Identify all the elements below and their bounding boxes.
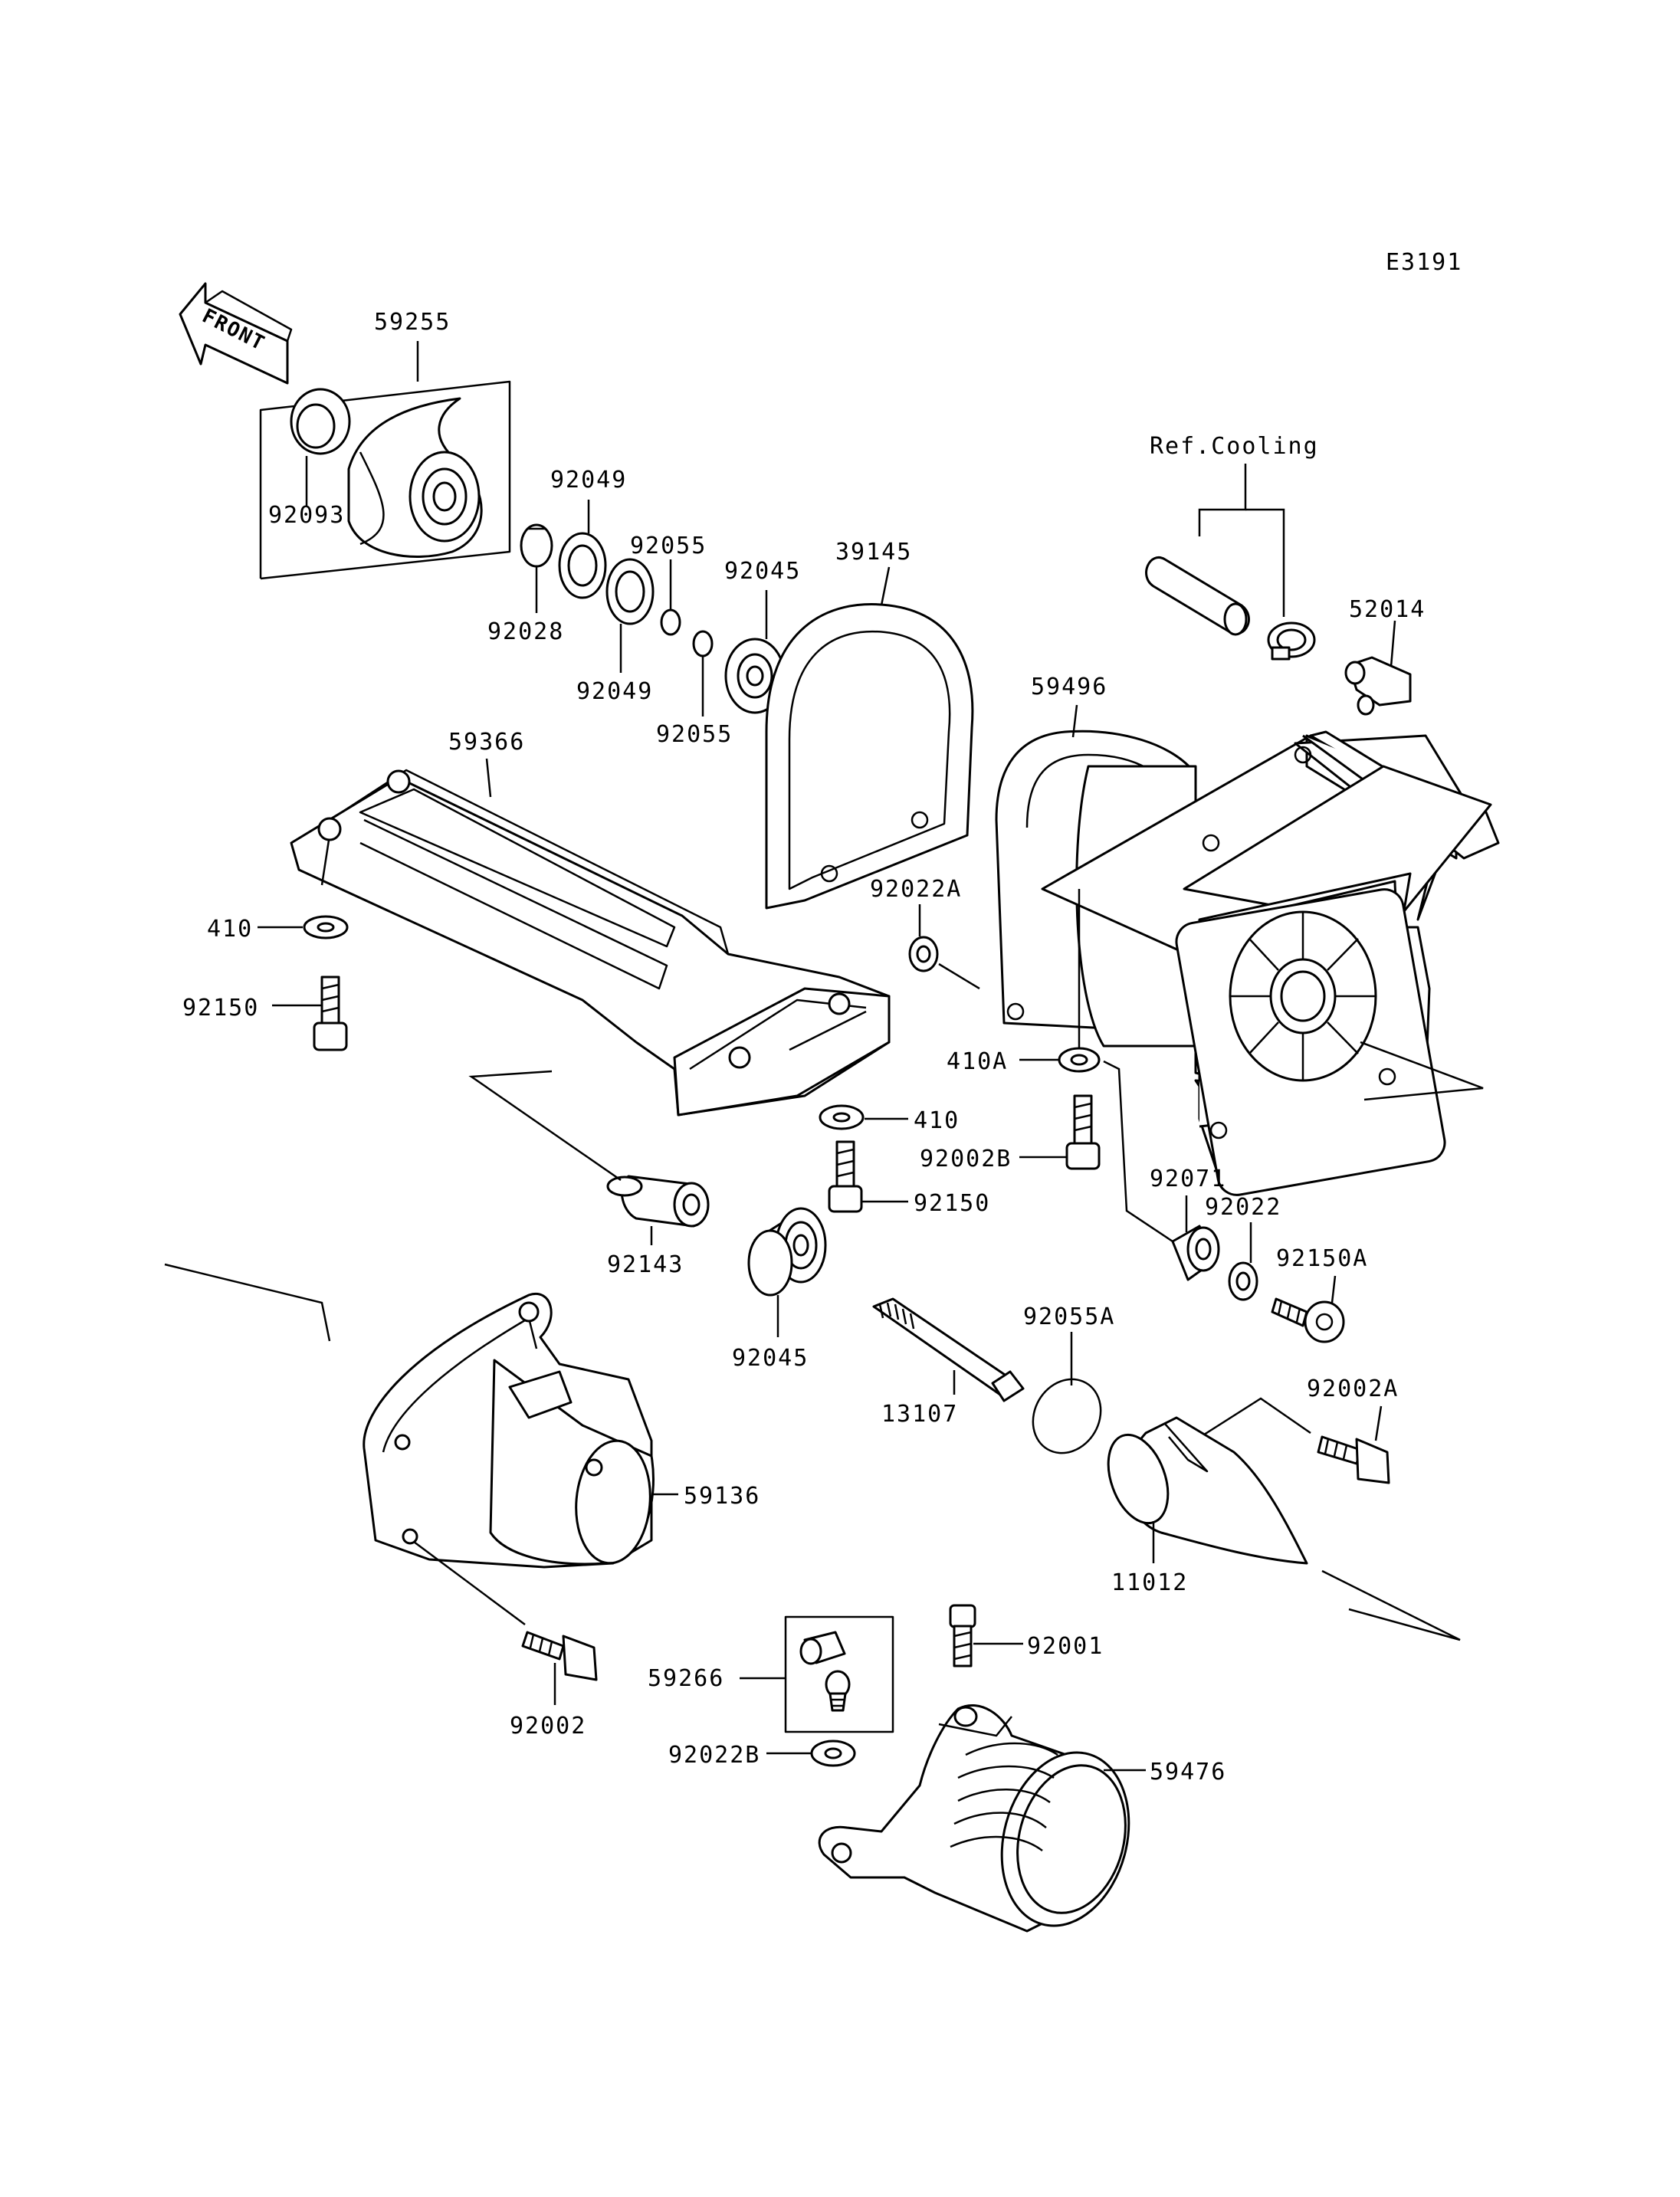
elbow-fitting [1344,620,1412,716]
label-92002: 92002 [510,1713,586,1740]
bearing-92045-lower [747,1207,827,1337]
label-92049-top: 92049 [550,467,627,494]
bushing-92071 [1171,1195,1220,1281]
label-92071: 92071 [1150,1166,1226,1192]
label-59136: 59136 [684,1483,760,1510]
label-92022B: 92022B [668,1742,760,1769]
label-92028: 92028 [487,618,564,645]
bolt-92002A [1176,1397,1390,1484]
impeller-group [259,341,511,580]
label-59496: 59496 [1031,674,1107,700]
label-59255: 59255 [374,309,451,336]
nozzle-cone-11012 [1107,1416,1461,1641]
label-92055-bottom: 92055 [656,721,733,748]
bolt-92150-left [272,976,348,1051]
label-59476: 59476 [1150,1759,1226,1785]
label-410A: 410A [947,1048,1008,1075]
bolt-92002B [1019,1094,1101,1170]
label-52014: 52014 [1349,596,1426,623]
bolt-92001 [949,1604,1023,1667]
label-59366: 59366 [448,729,525,756]
label-39145: 39145 [835,539,912,566]
label-92049-bottom: 92049 [576,678,653,705]
nozzle-59476 [818,1703,1146,1933]
label-13107: 13107 [881,1401,958,1428]
label-11012: 11012 [1111,1569,1188,1596]
label-92001: 92001 [1027,1633,1104,1660]
label-92055-top: 92055 [630,533,707,559]
label-92002A: 92002A [1307,1376,1399,1402]
label-59266: 59266 [648,1665,724,1692]
cooling-hose-group [1145,464,1316,661]
label-92022: 92022 [1205,1194,1281,1221]
label-92143: 92143 [607,1251,684,1278]
label-92055A: 92055A [1023,1303,1115,1330]
label-92150-center: 92150 [914,1190,990,1217]
grease-fitting-59266 [740,1615,894,1733]
diagram-code: E3191 [1386,249,1462,276]
label-410-right: 410 [914,1107,960,1134]
bolt-92150A [1271,1275,1345,1343]
label-92045-bottom: 92045 [732,1345,809,1372]
bracket-59366 [290,758,891,1117]
shaft-13107 [872,1297,1025,1402]
label-92022A: 92022A [870,876,962,903]
label-92150A: 92150A [1276,1245,1368,1272]
label-92002B: 92002B [920,1146,1012,1172]
sleeve-92143 [468,1070,710,1245]
ref-cooling-label: Ref.Cooling [1150,433,1319,460]
pump-housing [995,704,1500,1196]
label-410-left: 410 [207,916,253,943]
seal-stack [520,500,786,716]
label-92150-left: 92150 [182,995,259,1021]
oring-92055A [1032,1378,1102,1454]
label-92045-top: 92045 [724,558,801,585]
bolt-92002 [521,1631,598,1705]
front-arrow-icon: FRONT [179,282,293,385]
housing-59136 [164,1263,678,1626]
cover-plate [765,566,974,910]
bolt-92150-center [828,1140,908,1213]
label-92093: 92093 [268,502,345,529]
